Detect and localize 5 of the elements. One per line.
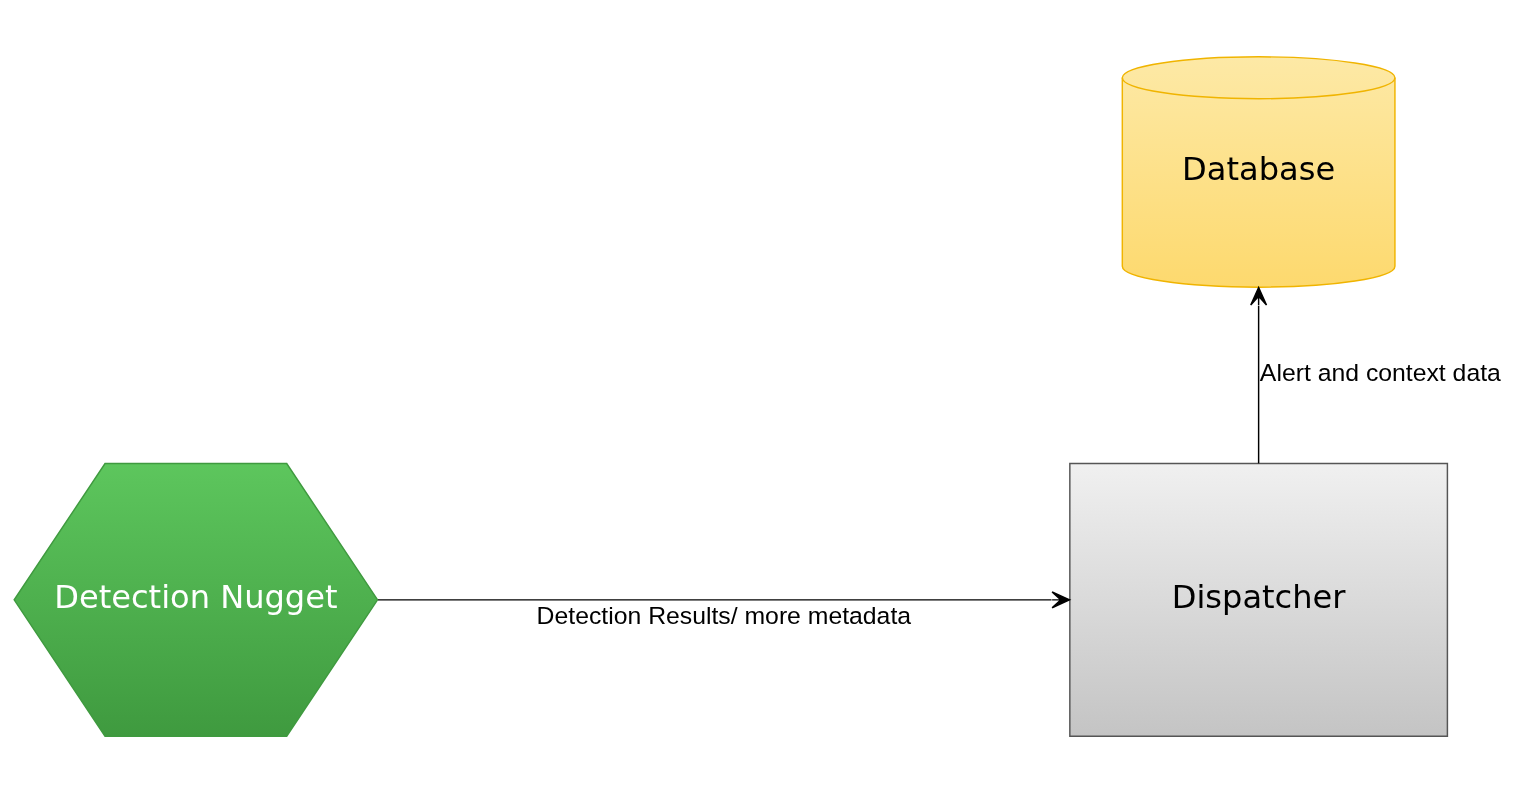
edge-label: Detection Results/ more metadata [536, 601, 912, 629]
edge-label: Alert and context data [1259, 358, 1501, 386]
node-box: Dispatcher [1069, 462, 1449, 737]
arrow [377, 590, 1071, 608]
arrow [1250, 286, 1268, 464]
